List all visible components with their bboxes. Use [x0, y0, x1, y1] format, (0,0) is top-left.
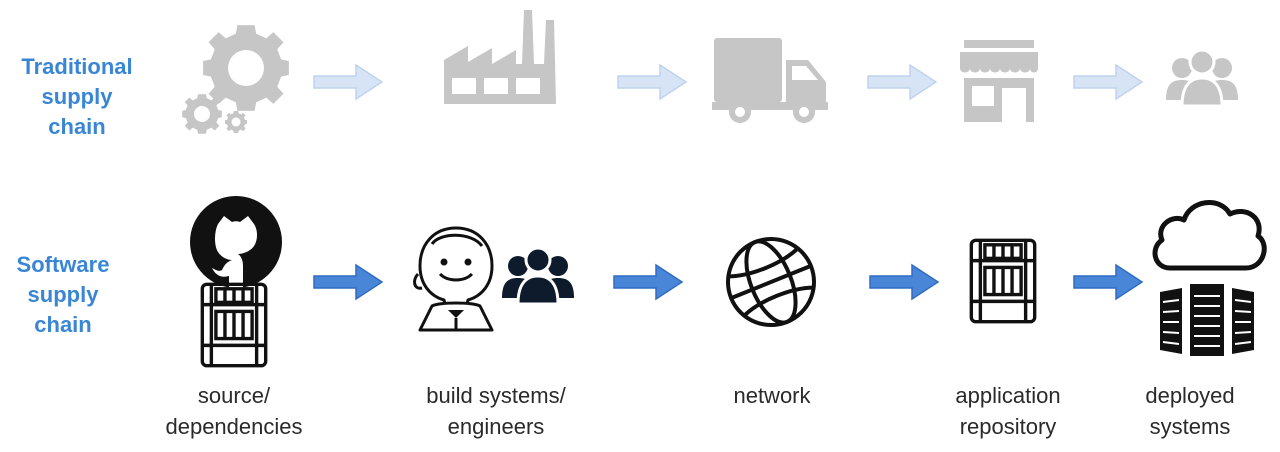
traditional-label-line-1: Traditional: [21, 54, 133, 79]
software-label-line-2: supply: [27, 282, 99, 307]
network-caption: network: [682, 380, 862, 411]
caption-line: source/: [197, 383, 271, 408]
package-crate-icon: [969, 238, 1037, 324]
arrow-icon: [617, 64, 687, 100]
globe-network-icon: [726, 237, 816, 327]
arrow-icon: [869, 264, 939, 300]
traditional-label-line-3: chain: [48, 114, 106, 139]
traditional-supply-chain-label: Traditional supply chain: [2, 52, 152, 142]
storefront-icon: [960, 40, 1038, 122]
github-octocat-icon: [190, 196, 282, 288]
caption-line: build systems/: [426, 383, 566, 408]
caption-line: repository: [959, 414, 1057, 439]
jenkins-butler-icon: [413, 226, 494, 332]
cloud-icon: [1152, 200, 1267, 271]
caption-line: network: [733, 383, 811, 408]
caption-line: engineers: [447, 414, 545, 439]
delivery-truck-icon: [712, 38, 828, 123]
software-supply-chain-label: Software supply chain: [0, 250, 138, 340]
arrow-icon: [313, 264, 383, 300]
arrow-icon: [1073, 264, 1143, 300]
deployed-systems-caption: deployed systems: [1100, 380, 1280, 442]
factory-icon: [444, 10, 556, 104]
package-crate-icon: [200, 282, 268, 368]
arrow-icon: [1073, 64, 1143, 100]
arrow-icon: [313, 64, 383, 100]
caption-line: dependencies: [165, 414, 303, 439]
customers-group-icon: [1164, 48, 1240, 108]
source-dependencies-caption: source/ dependencies: [144, 380, 324, 442]
caption-line: deployed: [1145, 383, 1235, 408]
server-rack-icon: [1160, 284, 1254, 356]
software-label-line-3: chain: [34, 312, 92, 337]
arrow-icon: [613, 264, 683, 300]
traditional-label-line-2: supply: [41, 84, 113, 109]
software-label-line-1: Software: [16, 252, 110, 277]
engineers-group-icon: [500, 246, 576, 306]
build-systems-engineers-caption: build systems/ engineers: [406, 380, 586, 442]
caption-line: systems: [1149, 414, 1231, 439]
application-repository-caption: application repository: [918, 380, 1098, 442]
arrow-icon: [867, 64, 937, 100]
gears-icon: [182, 25, 289, 134]
caption-line: application: [955, 383, 1061, 408]
